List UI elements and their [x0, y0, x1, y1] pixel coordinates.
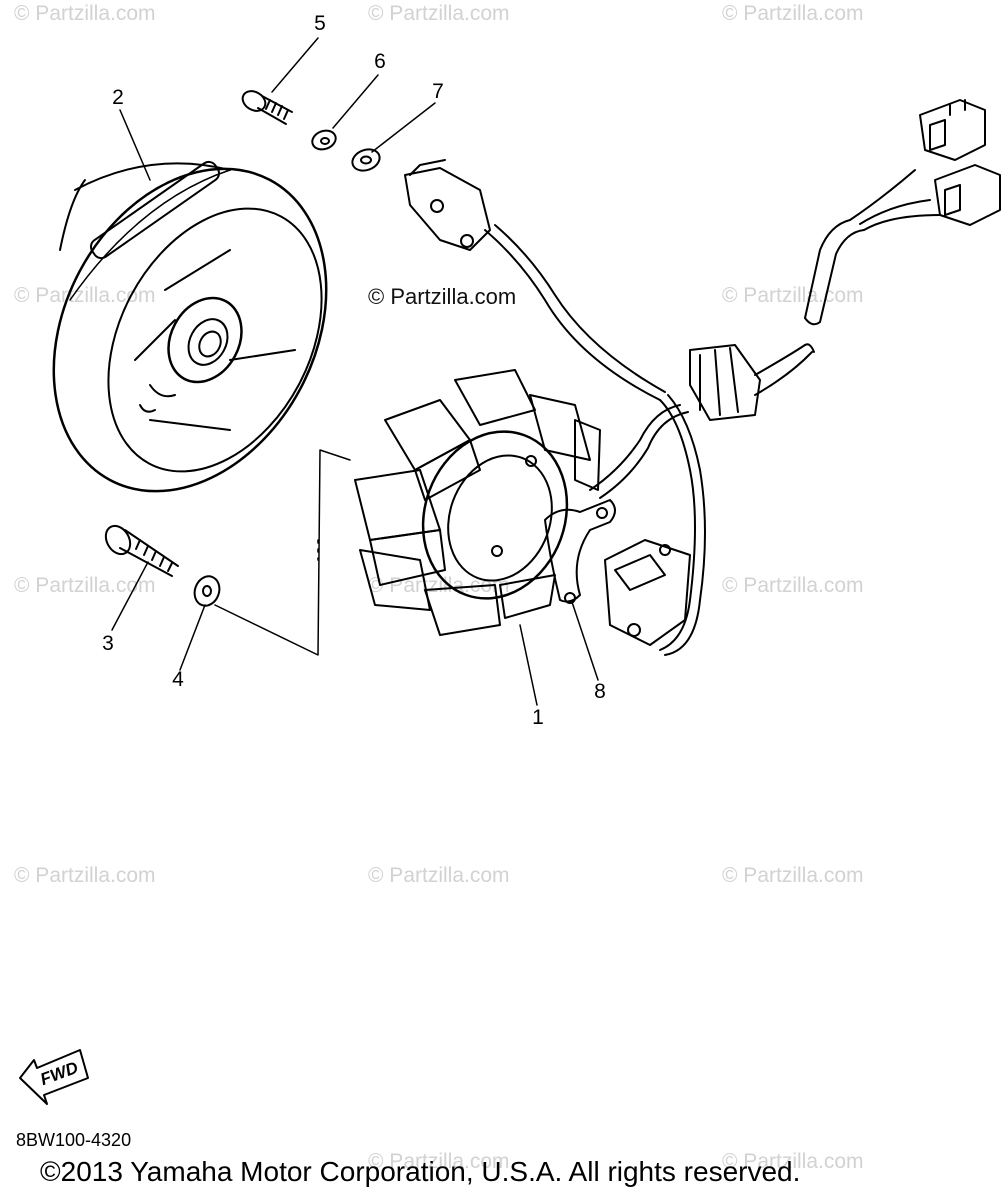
stator-assembly	[354, 369, 601, 636]
part-code: 8BW100-4320	[16, 1130, 132, 1150]
watermark: © Partzilla.com	[722, 864, 864, 887]
sensor-bracket	[404, 159, 491, 251]
guide-lines	[214, 449, 351, 656]
watermark: © Partzilla.com	[722, 1150, 864, 1173]
watermark: © Partzilla.com	[14, 864, 156, 887]
connector-upper	[919, 99, 986, 161]
screw-lower	[104, 524, 179, 577]
fwd-arrow-icon	[19, 1049, 89, 1105]
copyright-notice: ©2013 Yamaha Motor Corporation, U.S.A. A…	[40, 1156, 801, 1187]
flywheel-rotor	[52, 160, 328, 493]
watermark: © Partzilla.com	[14, 574, 156, 597]
watermark: © Partzilla.com	[722, 574, 864, 597]
callout-7: 7	[432, 80, 444, 103]
watermark: © Partzilla.com	[14, 2, 156, 25]
callout-6: 6	[374, 50, 386, 73]
watermark: © Partzilla.com	[722, 2, 864, 25]
pickup-coil	[604, 539, 691, 646]
plain-washer	[351, 148, 381, 172]
callout-1: 1	[532, 706, 544, 729]
callout-2: 2	[112, 86, 124, 109]
leader-lines	[111, 37, 599, 706]
wiring-harness	[484, 169, 941, 656]
lock-washer-lower	[193, 575, 221, 607]
callout-3: 3	[102, 632, 114, 655]
bolt-upper	[241, 90, 293, 125]
connector-lower	[934, 164, 1001, 226]
wire-clamp	[544, 499, 616, 604]
callout-5: 5	[314, 12, 326, 35]
watermark: © Partzilla.com	[368, 864, 510, 887]
watermark: © Partzilla.com	[14, 284, 156, 307]
diagram-watermark: © Partzilla.com	[368, 284, 517, 309]
lock-washer-upper	[311, 129, 337, 151]
watermark: © Partzilla.com	[368, 1150, 510, 1173]
callout-8: 8	[594, 680, 606, 703]
watermark: © Partzilla.com	[368, 2, 510, 25]
callout-4: 4	[172, 668, 184, 691]
